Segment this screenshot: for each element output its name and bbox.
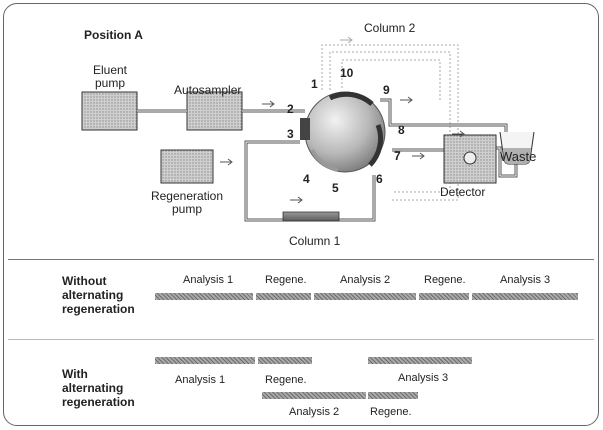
with-analysis-3-label: Analysis 3 [398, 372, 449, 384]
flow-arrows [220, 36, 465, 204]
port-8: 8 [398, 123, 405, 137]
without-analysis-1-bar [155, 293, 253, 300]
with-regene-2-label: Regene. [370, 406, 412, 418]
without-regene-1-label: Regene. [265, 274, 307, 286]
without-analysis-3-label: Analysis 3 [500, 274, 551, 286]
port-4: 4 [303, 172, 310, 186]
without-analysis-1-label: Analysis 1 [183, 274, 234, 286]
column1-label: Column 1 [289, 234, 341, 248]
with-analysis-2-label: Analysis 2 [289, 406, 340, 418]
switching-valve [300, 91, 386, 173]
port-5: 5 [332, 181, 339, 195]
without-regene-1-bar [256, 293, 311, 300]
with-regene-2-bar [368, 392, 418, 399]
with-row-label: With alternating regeneration [62, 367, 135, 409]
autosampler-box [186, 91, 243, 131]
with-analysis-1-label: Analysis 1 [175, 374, 226, 386]
port-2: 2 [287, 102, 294, 116]
autosampler-label: Autosampler [174, 83, 242, 97]
with-analysis-1-bar [155, 357, 255, 364]
port-7: 7 [394, 149, 401, 163]
with-analysis-3-bar [368, 357, 472, 364]
regeneration-pump-label: Regeneration pump [150, 189, 224, 216]
column1-body [282, 211, 340, 222]
without-regene-2-label: Regene. [424, 274, 466, 286]
column2-label: Column 2 [364, 21, 416, 35]
port-10: 10 [340, 66, 354, 80]
without-analysis-3-bar [472, 293, 578, 300]
eluent-pump-box [81, 91, 138, 131]
divider-middle [8, 339, 594, 340]
port-1: 1 [311, 77, 318, 91]
with-regene-1-bar [258, 357, 312, 364]
waste-beaker [499, 131, 535, 165]
column2-loop [321, 44, 459, 201]
port-6: 6 [376, 172, 383, 186]
without-row-label: Without alternating regeneration [62, 274, 135, 316]
position-title: Position A [84, 28, 143, 42]
detector-label: Detector [440, 185, 486, 199]
port-9: 9 [383, 83, 390, 97]
waste-label: Waste [500, 149, 537, 164]
divider-top [8, 259, 594, 260]
regeneration-pump-box [160, 149, 214, 184]
with-analysis-2-bar [262, 392, 366, 399]
without-regene-2-bar [419, 293, 469, 300]
without-analysis-2-label: Analysis 2 [340, 274, 391, 286]
port-3: 3 [287, 127, 294, 141]
figure-frame [3, 3, 599, 426]
eluent-pump-label: Eluent pump [92, 63, 128, 90]
without-analysis-2-bar [314, 293, 416, 300]
with-regene-1-label: Regene. [265, 374, 307, 386]
